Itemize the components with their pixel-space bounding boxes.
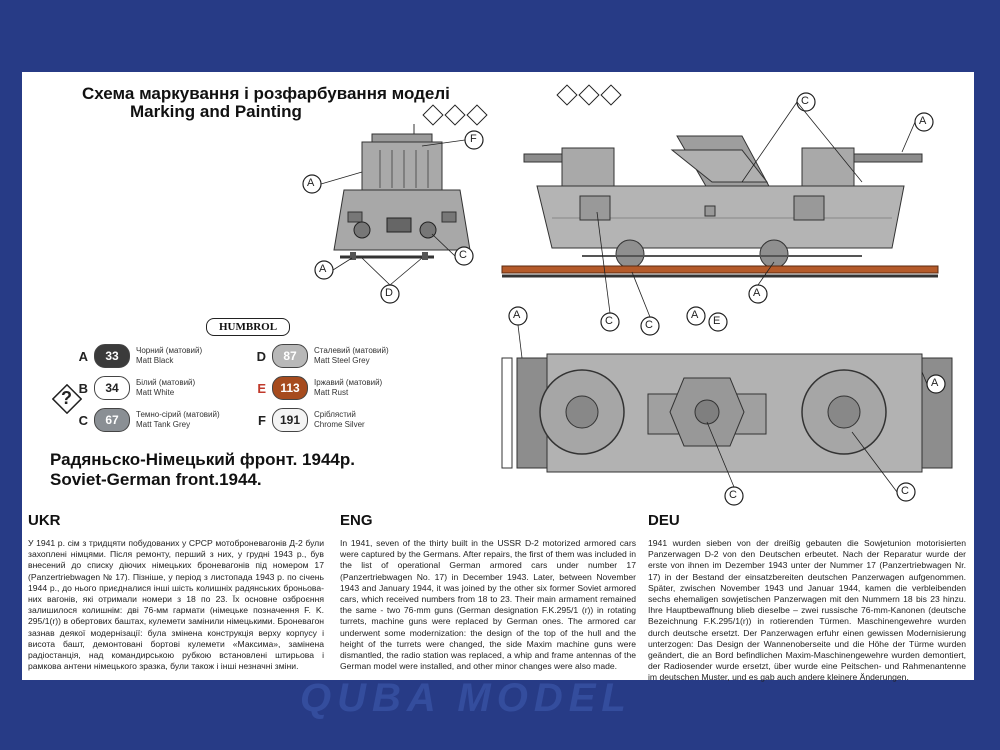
paint-chip: 87: [272, 344, 308, 368]
top-view-drawing: [501, 353, 953, 473]
callout-a-top-right: A: [931, 377, 939, 389]
callout-a-front-bottom: A: [319, 263, 327, 275]
callout-e-rail: E: [713, 315, 721, 327]
callout-a-side-right: A: [919, 115, 927, 127]
paint-chip: 33: [94, 344, 130, 368]
paint-letter: A: [78, 348, 88, 364]
paint-label: Чорний (матовий)Matt Black: [136, 346, 203, 365]
front-label-ukr: Радяньско-Німецький фронт. 1944р.: [50, 450, 355, 469]
callout-a-front-left: A: [307, 177, 315, 189]
callout-c-top-turret: C: [645, 319, 653, 331]
watermark: QUBA MODEL: [300, 676, 632, 720]
front-label-eng: Soviet-German front.1944.: [50, 470, 262, 489]
question-diamond-icon: ?: [52, 384, 82, 414]
section-heading: DEU: [648, 512, 680, 529]
paint-letter: E: [257, 380, 266, 396]
callout-a-side-wheel: A: [753, 287, 761, 299]
callout-c-front: C: [459, 249, 467, 261]
text-strip: UKR У 1941 р. сім з тридцяти побудованих…: [22, 508, 974, 682]
paint-chip: 67: [94, 408, 130, 432]
paint-letter: F: [258, 412, 266, 428]
callout-c-side-top: C: [801, 95, 809, 107]
paint-c: C 67 Темно-сірий (матовий)Matt Tank Grey: [70, 408, 220, 432]
paint-chip: 191: [272, 408, 308, 432]
paint-a: A 33 Чорний (матовий)Matt Black: [70, 344, 202, 368]
title-eng: Marking and Painting: [130, 102, 302, 121]
callout-c-top-right: C: [901, 485, 909, 497]
paint-letter: B: [78, 380, 88, 396]
paint-letter: D: [256, 348, 266, 364]
paint-label: Іржавий (матовий)Matt Rust: [314, 378, 383, 397]
callout-d-front: D: [385, 287, 393, 299]
callout-a-rail: A: [691, 309, 699, 321]
section-text: In 1941, seven of the thirty built in th…: [340, 538, 636, 672]
callout-f-front: F: [470, 133, 477, 145]
paint-label: Темно-сірий (матовий)Matt Tank Grey: [136, 410, 220, 429]
paint-label: Білий (матовий)Matt White: [136, 378, 196, 397]
callout-a-top-left: A: [513, 309, 521, 321]
paint-chip: 113: [272, 376, 308, 400]
paint-d: D 87 Сталевий (матовий)Matt Steel Grey: [248, 344, 389, 368]
paint-chip: 34: [94, 376, 130, 400]
callout-c-side-left: C: [605, 315, 613, 327]
section-text: 1941 wurden sieben von der dreißig gebau…: [648, 538, 966, 683]
paint-b: B 34 Білий (матовий)Matt White: [70, 376, 195, 400]
paint-label: Сталевий (матовий)Matt Steel Grey: [314, 346, 389, 365]
callout-c-top-bottom: C: [729, 489, 737, 501]
section-heading: ENG: [340, 512, 373, 529]
side-view-drawing: [501, 135, 939, 278]
instruction-sheet: Схема маркування і розфарбування моделі …: [22, 72, 974, 508]
question-mark: ?: [61, 388, 72, 408]
paint-letter: C: [78, 412, 88, 428]
humbrol-logo: HUMBROL: [206, 318, 290, 336]
paint-e: E 113 Іржавий (матовий)Matt Rust: [248, 376, 382, 400]
title-ukr: Схема маркування і розфарбування моделі: [82, 84, 450, 103]
section-text: У 1941 р. сім з тридцяти побудованих у С…: [28, 538, 324, 672]
front-view-drawing: [333, 124, 471, 260]
railcar-drawings: [302, 84, 953, 506]
section-heading: UKR: [28, 512, 61, 529]
